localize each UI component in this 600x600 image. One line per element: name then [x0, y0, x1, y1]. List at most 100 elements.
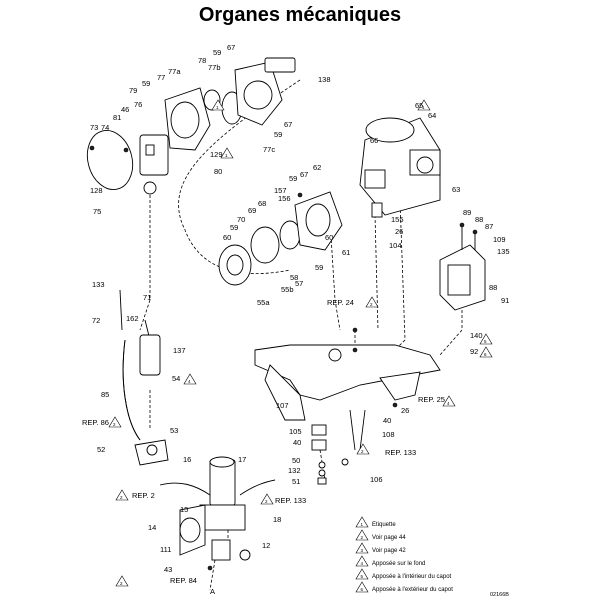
svg-text:1: 1 — [422, 105, 425, 110]
figure-code: 02166B — [490, 592, 509, 598]
callout-107: 107 — [276, 401, 289, 410]
svg-text:4: 4 — [188, 379, 191, 384]
part-callouts: 128 75 73 74 81 46 76 79 59 77 77a 78 77… — [82, 43, 510, 596]
callout-67a: 67 — [227, 43, 235, 52]
svg-text:4: 4 — [447, 401, 450, 406]
callout-137: 137 — [173, 346, 186, 355]
callout-138: 138 — [318, 75, 331, 84]
callout-74: 74 — [101, 123, 109, 132]
callout-59a: 59 — [142, 79, 150, 88]
callout-18: 18 — [273, 515, 281, 524]
callout-15: 15 — [180, 505, 188, 514]
callout-133a: 133 — [92, 280, 105, 289]
svg-text:5: 5 — [484, 339, 487, 344]
callout-24: REP. 24 — [327, 298, 354, 307]
svg-text:2: 2 — [120, 581, 123, 586]
fittings — [311, 409, 366, 485]
callout-80: 80 — [214, 167, 222, 176]
callout-25: REP. 25 — [418, 395, 445, 404]
pump-assembly — [159, 456, 276, 571]
hose-and-filter — [119, 289, 169, 466]
legend-item: 6 Apposée à l'extérieur du capot — [355, 581, 453, 593]
callout-59c: 59 — [274, 130, 282, 139]
callout-59e: 59 — [230, 223, 238, 232]
callout-87: 87 — [485, 222, 493, 231]
callout-58: 58 — [290, 273, 298, 282]
callout-61: 61 — [342, 248, 350, 257]
callout-60a: 60 — [223, 233, 231, 242]
svg-text:Voir page 44: Voir page 44 — [372, 535, 406, 541]
callout-52: 52 — [97, 445, 105, 454]
callout-157: 157 — [274, 186, 287, 195]
callout-69: 69 — [248, 206, 256, 215]
callout-135: 135 — [497, 247, 510, 256]
callout-63: 63 — [452, 185, 460, 194]
svg-text:5: 5 — [361, 574, 364, 579]
svg-text:Etiquette: Etiquette — [372, 522, 396, 528]
callout-78: 78 — [198, 56, 206, 65]
callout-67c: 67 — [300, 170, 308, 179]
svg-text:6: 6 — [484, 352, 487, 357]
legend-item: 4 Apposée sur le fond — [355, 555, 425, 567]
svg-text:2: 2 — [113, 422, 116, 427]
svg-text:Voir page 42: Voir page 42 — [372, 548, 406, 554]
callout-106: 106 — [370, 475, 383, 484]
callout-108: 108 — [382, 430, 395, 439]
reference-triangles: 1 1 1 5 6 4 4 2 2 2 2 2 2 — [108, 99, 493, 587]
gearbox-assembly — [86, 57, 296, 195]
callout-64: 64 — [428, 111, 436, 120]
callout-A: A — [210, 587, 215, 596]
callout-55b: 55b — [281, 285, 294, 294]
callout-111: 111 — [160, 545, 171, 554]
callout-86: REP. 86 — [82, 418, 109, 427]
callout-46: 46 — [121, 105, 129, 114]
callout-89: 89 — [463, 208, 471, 217]
callout-72: 72 — [92, 316, 100, 325]
callout-140: 140 — [470, 331, 483, 340]
callout-57: 57 — [295, 279, 303, 288]
svg-text:2: 2 — [361, 535, 364, 540]
callout-81: 81 — [113, 113, 121, 122]
legend-item: 3 Voir page 42 — [355, 542, 406, 554]
control-box — [439, 222, 486, 311]
callout-88b: 88 — [489, 283, 497, 292]
callout-133b: REP. 133 — [385, 448, 416, 457]
callout-84: REP. 84 — [170, 576, 197, 585]
callout-54: 54 — [172, 374, 180, 383]
callout-71: 71 — [143, 293, 151, 302]
callout-62: 62 — [313, 163, 321, 172]
svg-text:4: 4 — [361, 561, 364, 566]
callout-155: 155 — [391, 215, 404, 224]
callout-77c: 77c — [263, 145, 275, 154]
callout-75: 75 — [93, 207, 101, 216]
callout-109: 109 — [493, 235, 506, 244]
svg-text:1: 1 — [361, 522, 364, 527]
svg-text:1: 1 — [216, 105, 219, 110]
callout-59d: 59 — [289, 174, 297, 183]
callout-88a: 88 — [475, 215, 483, 224]
callout-59f: 59 — [315, 263, 323, 272]
clutch-assembly — [218, 191, 343, 286]
callout-92: 92 — [470, 347, 478, 356]
callout-60b: 60 — [325, 233, 333, 242]
svg-text:Apposée à l'extérieur du capot: Apposée à l'extérieur du capot — [372, 587, 453, 593]
callout-55a: 55a — [257, 298, 270, 307]
legend-item: 1 Etiquette — [355, 516, 396, 528]
callout-104: 104 — [389, 241, 402, 250]
svg-text:2: 2 — [361, 449, 364, 454]
callout-73: 73 — [90, 123, 98, 132]
legend-item: 5 Apposée à l'intérieur du capot — [355, 568, 452, 580]
callout-133c: REP. 133 — [275, 496, 306, 505]
callout-162: 162 — [126, 314, 139, 323]
svg-text:6: 6 — [361, 587, 364, 592]
svg-text:2: 2 — [370, 302, 373, 307]
callout-53: 53 — [170, 426, 178, 435]
callout-16: 16 — [183, 455, 191, 464]
callout-14: 14 — [148, 523, 156, 532]
callout-59b: 59 — [213, 48, 221, 57]
callout-128: 128 — [90, 186, 103, 195]
legend: 1 Etiquette 2 Voir page 44 3 Voir page 4… — [355, 516, 453, 593]
callout-105: 105 — [289, 427, 302, 436]
